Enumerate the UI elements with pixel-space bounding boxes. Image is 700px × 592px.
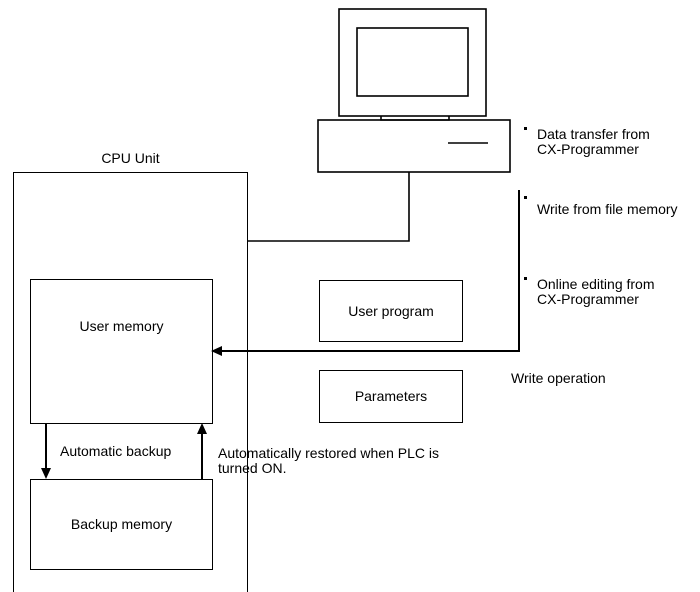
computer-icon	[317, 8, 511, 173]
bullet-icon	[524, 127, 527, 130]
cpu-unit-label: CPU Unit	[101, 150, 160, 166]
user-program-label: User program	[348, 303, 434, 319]
write-source-1-line2: CX-Programmer	[537, 141, 639, 157]
cpu-unit-box	[13, 172, 248, 592]
bullet-icon	[524, 196, 527, 199]
write-operation-label: Write operation	[511, 370, 606, 386]
auto-restore-label-line1: Automatically restored when PLC is	[218, 445, 439, 461]
write-source-3-line2: CX-Programmer	[537, 291, 639, 307]
backup-memory-box	[30, 479, 213, 570]
write-source-1-line1: Data transfer from	[537, 126, 650, 142]
automatic-backup-label: Automatic backup	[60, 443, 172, 459]
parameters-label: Parameters	[354, 388, 428, 404]
write-source-3-line1: Online editing from	[537, 276, 655, 292]
write-arrowhead	[211, 346, 222, 356]
parameters-box	[319, 370, 463, 423]
user-memory-box	[30, 279, 213, 424]
restore-arrowhead	[197, 423, 207, 434]
user-program-box	[319, 280, 463, 342]
bullet-icon	[524, 277, 527, 280]
auto-restore-label-line2: turned ON.	[218, 460, 287, 476]
user-memory-label: User memory	[79, 318, 164, 334]
connection-line	[247, 172, 410, 242]
write-source-2-line1: Write from file memory	[537, 201, 678, 217]
backup-memory-label: Backup memory	[70, 516, 173, 532]
write-line	[220, 190, 520, 352]
backup-arrowhead	[41, 468, 51, 479]
